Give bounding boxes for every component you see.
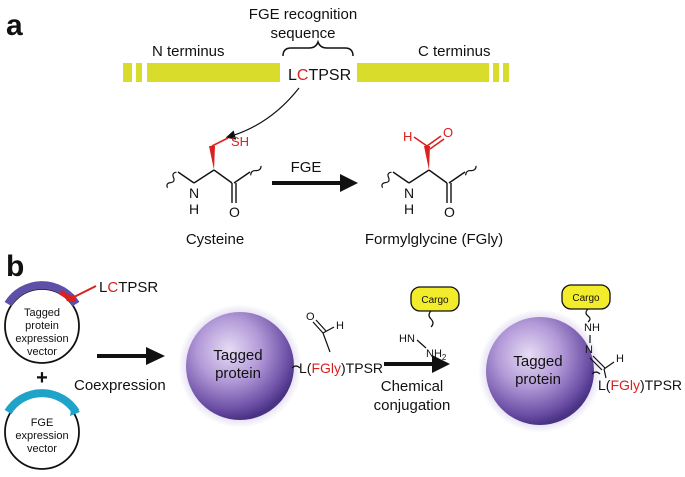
recognition-sequence: LCTPSR bbox=[288, 67, 351, 84]
cargo-conjugated-box bbox=[561, 284, 611, 310]
protein1-line-2: protein bbox=[215, 365, 261, 382]
plasmid1-line-1: Tagged bbox=[24, 307, 60, 319]
cys-h-label: H bbox=[189, 201, 199, 217]
tag1-h-label: H bbox=[336, 320, 344, 332]
cargo-reagent-label: Cargo bbox=[421, 295, 449, 306]
recognition-label-line2: sequence bbox=[270, 25, 335, 42]
hydrazone-n: N bbox=[585, 344, 593, 356]
plasmid2-line-2: expression bbox=[15, 430, 68, 442]
cysteine-structure bbox=[166, 137, 262, 203]
fgly-ald-h-label: H bbox=[403, 129, 412, 144]
fge-enzyme-label: FGE bbox=[291, 159, 322, 176]
protein1-line-1: Tagged bbox=[213, 347, 262, 364]
panel-a-letter: a bbox=[6, 9, 23, 42]
tag1-aldehyde bbox=[312, 319, 335, 353]
protein-bar bbox=[123, 63, 509, 82]
tag1-o-label: O bbox=[306, 311, 315, 323]
tagged-protein-sphere-1 bbox=[178, 304, 302, 428]
fge-plasmid bbox=[4, 389, 80, 470]
cys-n-label: N bbox=[189, 185, 199, 201]
cargo-conjugated-label: Cargo bbox=[572, 293, 600, 304]
recognition-label-line1: FGE recognition bbox=[249, 6, 357, 23]
plasmid1-line-3: expression bbox=[15, 333, 68, 345]
tag1-sequence: L(FGly)TPSR bbox=[299, 360, 383, 376]
cysteine-label: Cysteine bbox=[186, 231, 244, 248]
coexpression-label: Coexpression bbox=[74, 377, 166, 394]
coexpression-arrow-head bbox=[146, 347, 165, 365]
conjugation-line-2: conjugation bbox=[374, 397, 451, 414]
tagged-protein-sphere-2 bbox=[478, 309, 602, 433]
plasmid1-line-4: vector bbox=[27, 346, 57, 358]
conjugation-line-1: Chemical bbox=[381, 378, 444, 395]
fge-arrow-head bbox=[340, 174, 358, 192]
fgly-o-label: O bbox=[444, 204, 455, 220]
protein2-line-2: protein bbox=[515, 371, 561, 388]
c-terminus-label: C terminus bbox=[418, 43, 491, 60]
fgly-ald-o-label: O bbox=[443, 125, 453, 140]
plasmid2-line-3: vector bbox=[27, 443, 57, 455]
plasmid2-line-1: FGE bbox=[31, 417, 54, 429]
plus-sign: + bbox=[36, 367, 48, 389]
cys-pointer-arrow bbox=[225, 87, 300, 140]
fgly-label: Formylglycine (FGly) bbox=[365, 231, 503, 248]
conjugation-arrow-head bbox=[432, 355, 450, 373]
cargo-reagent-box bbox=[410, 286, 460, 312]
recognition-brace bbox=[282, 39, 354, 57]
hydrazone-nh: NH bbox=[584, 322, 600, 334]
cys-o-label: O bbox=[229, 204, 240, 220]
panel-b-letter: b bbox=[6, 250, 24, 283]
plasmid-insert-sequence: LCTPSR bbox=[99, 279, 158, 296]
hydrazine-hn: HN bbox=[399, 333, 415, 345]
fgly-h-label: H bbox=[404, 201, 414, 217]
hydrazine-nh2: NH2 bbox=[426, 348, 447, 362]
sh-label: SH bbox=[231, 134, 249, 149]
tag2-sequence: L(FGly)TPSR bbox=[598, 377, 682, 393]
fgly-structure bbox=[381, 135, 477, 203]
n-terminus-label: N terminus bbox=[152, 43, 225, 60]
protein2-line-1: Tagged bbox=[513, 353, 562, 370]
plasmid1-line-2: protein bbox=[25, 320, 59, 332]
hydrazone-h: H bbox=[616, 353, 624, 365]
fgly-n-label: N bbox=[404, 185, 414, 201]
